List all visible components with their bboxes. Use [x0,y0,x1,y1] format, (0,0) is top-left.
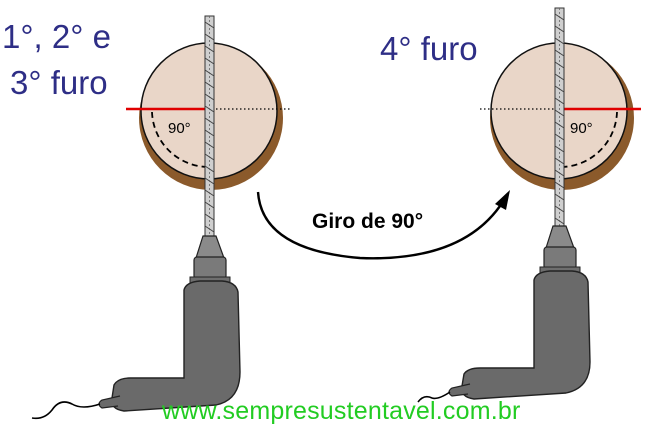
rotation-label: Giro de 90° [312,210,423,233]
left-cord [31,401,101,420]
right-drill-bit [554,7,565,231]
arrow-head-icon [495,190,510,210]
right-angle-label: 90° [570,120,593,137]
right-title: 4° furo [380,30,478,67]
left-assembly [31,15,292,420]
right-cord [417,391,451,403]
left-drill [98,235,241,412]
rotation-arrow [256,190,510,260]
right-assembly [417,7,641,403]
right-drill [448,225,591,400]
website-watermark: www.sempresustentavel.com.br [162,397,521,425]
left-drill-bit [204,15,215,241]
left-angle-arc [151,111,209,168]
left-title-line1: 1°, 2° e [2,18,111,55]
right-angle-arc [561,111,618,168]
left-angle-label: 90° [168,120,191,137]
left-title-line2: 3° furo [10,64,108,101]
